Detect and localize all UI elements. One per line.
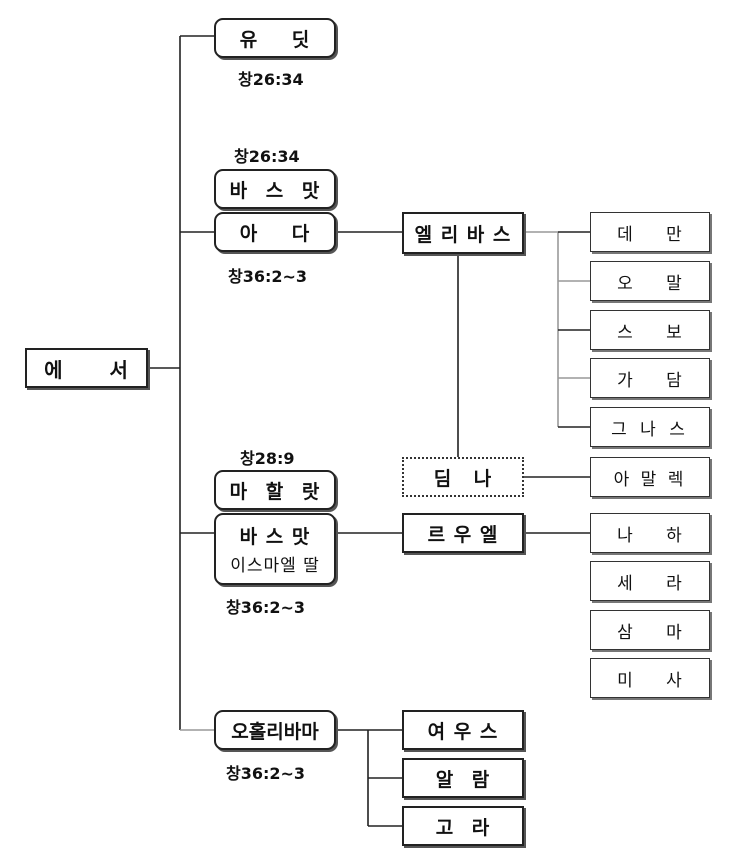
son-omar-char-1: 오 <box>617 273 634 294</box>
node-basemath-2-name: 바 스 맛 <box>239 526 311 548</box>
node-basemath-2: 바 스 맛 이스마엘 딸 <box>214 513 336 585</box>
son-zerah: 세 라 <box>590 561 710 601</box>
son-teman-char-1: 데 <box>617 224 634 245</box>
ref-basemath-1: 창26:34 <box>234 147 300 166</box>
son-gatam-char-1: 가 <box>617 370 634 391</box>
node-eliphaz: 엘 리 바 스 <box>402 212 524 254</box>
node-basemath-1: 바 스 맛 <box>214 169 336 209</box>
son-zerah-char-2: 라 <box>666 573 683 594</box>
son-shammah-char-2: 마 <box>666 622 683 643</box>
son-nahath-char-1: 나 <box>617 525 634 546</box>
son-jalam: 알 람 <box>402 758 524 798</box>
ref-basemath-2: 창36:2~3 <box>226 598 306 617</box>
son-gatam-char-2: 담 <box>666 370 683 391</box>
son-teman: 데 만 <box>590 212 710 252</box>
node-judith: 유 딧 <box>214 18 336 58</box>
son-korah: 고 라 <box>402 806 524 846</box>
ref-adah: 창36:2~3 <box>228 267 308 286</box>
son-mizzah-char-2: 사 <box>666 670 683 691</box>
ref-mahalath: 창28:9 <box>240 449 295 468</box>
ref-judith: 창26:34 <box>238 70 304 89</box>
son-zepho: 스 보 <box>590 310 710 350</box>
son-amalek: 아 말 렉 <box>590 457 710 497</box>
son-zerah-char-1: 세 <box>617 573 634 594</box>
son-nahath: 나 하 <box>590 513 710 553</box>
son-jeush: 여 우 스 <box>402 710 524 750</box>
node-mahalath: 마 할 랏 <box>214 470 336 510</box>
son-zepho-char-2: 보 <box>666 322 683 343</box>
node-timna: 딤 나 <box>402 457 524 497</box>
node-basemath-2-subtitle: 이스마엘 딸 <box>230 556 320 576</box>
son-kenaz: 그 나 스 <box>590 407 710 447</box>
son-mizzah-char-1: 미 <box>617 670 634 691</box>
son-teman-char-2: 만 <box>666 224 683 245</box>
son-shammah: 삼 마 <box>590 610 710 650</box>
node-oholibamah: 오홀리바마 <box>214 710 336 750</box>
node-reuel: 르 우 엘 <box>402 513 524 553</box>
node-adah: 아 다 <box>214 212 336 252</box>
son-mizzah: 미 사 <box>590 658 710 698</box>
son-shammah-char-1: 삼 <box>617 622 634 643</box>
son-omar-char-2: 말 <box>666 273 683 294</box>
son-nahath-char-2: 하 <box>666 525 683 546</box>
son-omar: 오 말 <box>590 261 710 301</box>
son-zepho-char-1: 스 <box>617 322 634 343</box>
ref-oholibamah: 창36:2~3 <box>226 764 306 783</box>
son-gatam: 가 담 <box>590 358 710 398</box>
root-node-esau: 에 서 <box>25 348 148 388</box>
